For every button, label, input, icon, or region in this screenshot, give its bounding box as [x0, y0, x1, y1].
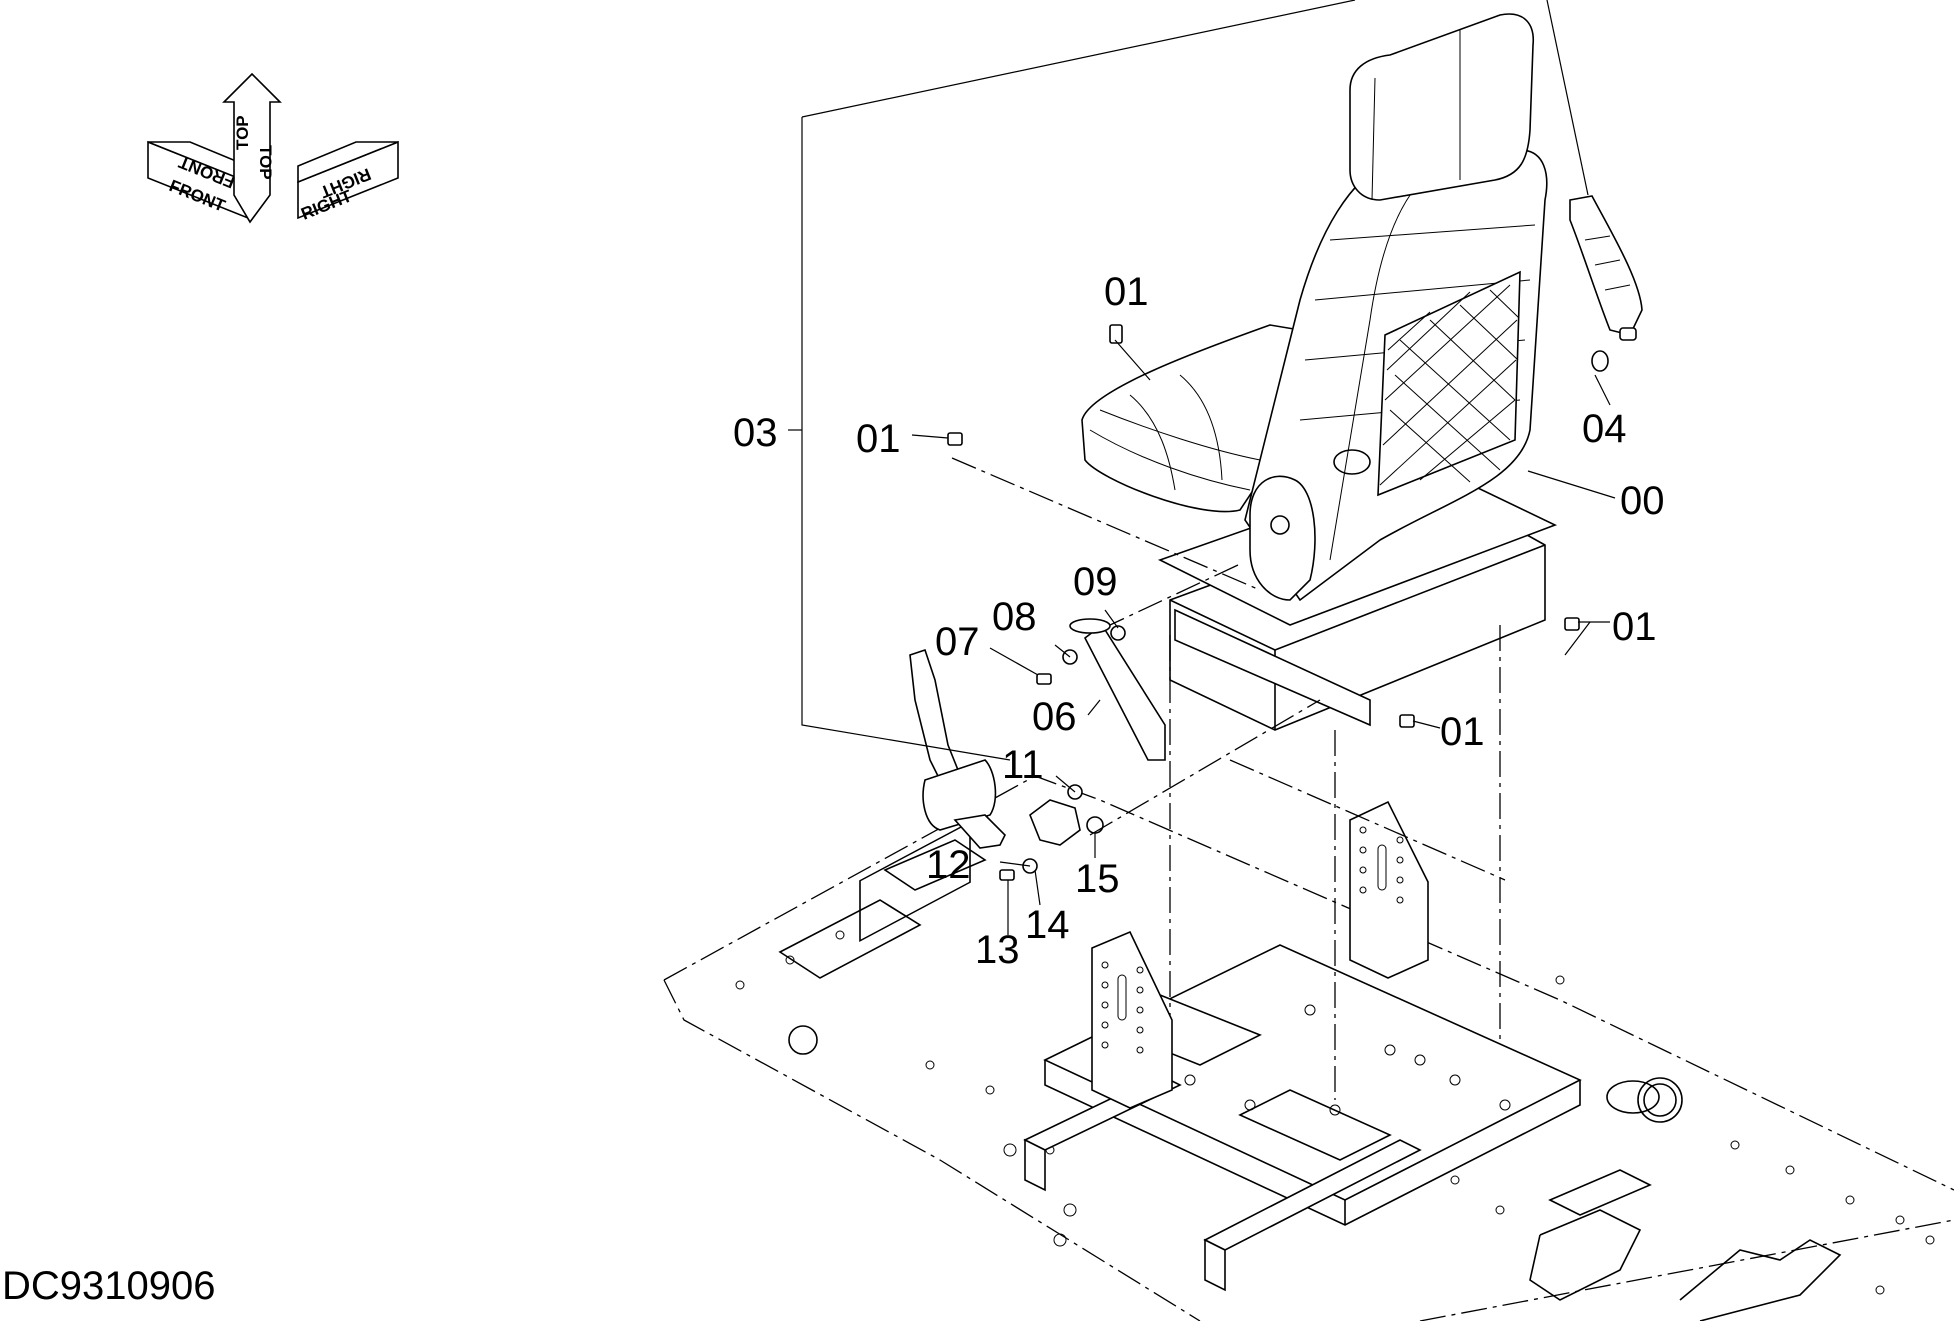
assembly-lines [951, 457, 1506, 1100]
callout-07: 07 [935, 620, 980, 664]
top-label-mirrored: TOP [256, 145, 275, 180]
top-label: TOP [233, 115, 252, 150]
callout-11: 11 [1002, 743, 1044, 787]
callout-01-lower: 01 [1440, 710, 1485, 754]
seat-base-frame [1003, 800, 1582, 1292]
operator-seat [1081, 13, 1558, 731]
callout-15: 15 [1075, 857, 1120, 901]
callout-08: 08 [992, 595, 1037, 639]
document-id: DC9310906 [2, 1264, 216, 1308]
callout-01-left: 01 [856, 417, 901, 461]
orientation-indicator: FRONT FRONT TOP TOP RIGHT RIGHT [147, 72, 399, 224]
callout-04: 04 [1582, 407, 1627, 451]
callout-12: 12 [926, 843, 971, 887]
callout-06: 06 [1032, 695, 1077, 739]
callout-09: 09 [1073, 560, 1118, 604]
seatbelt-retractor [909, 618, 1166, 849]
callout-13: 13 [975, 928, 1020, 972]
cab-floor-plate [663, 775, 1954, 1321]
callout-00: 00 [1620, 479, 1665, 523]
callout-leaders [788, 0, 1616, 935]
callout-14: 14 [1025, 903, 1070, 947]
callout-01-top: 01 [1104, 270, 1149, 314]
seatbelt-buckle [1569, 195, 1643, 372]
callout-labels: 01 01 01 01 03 04 00 06 07 08 09 11 12 1… [733, 270, 1665, 972]
callout-03: 03 [733, 411, 778, 455]
callout-01-right: 01 [1612, 605, 1657, 649]
